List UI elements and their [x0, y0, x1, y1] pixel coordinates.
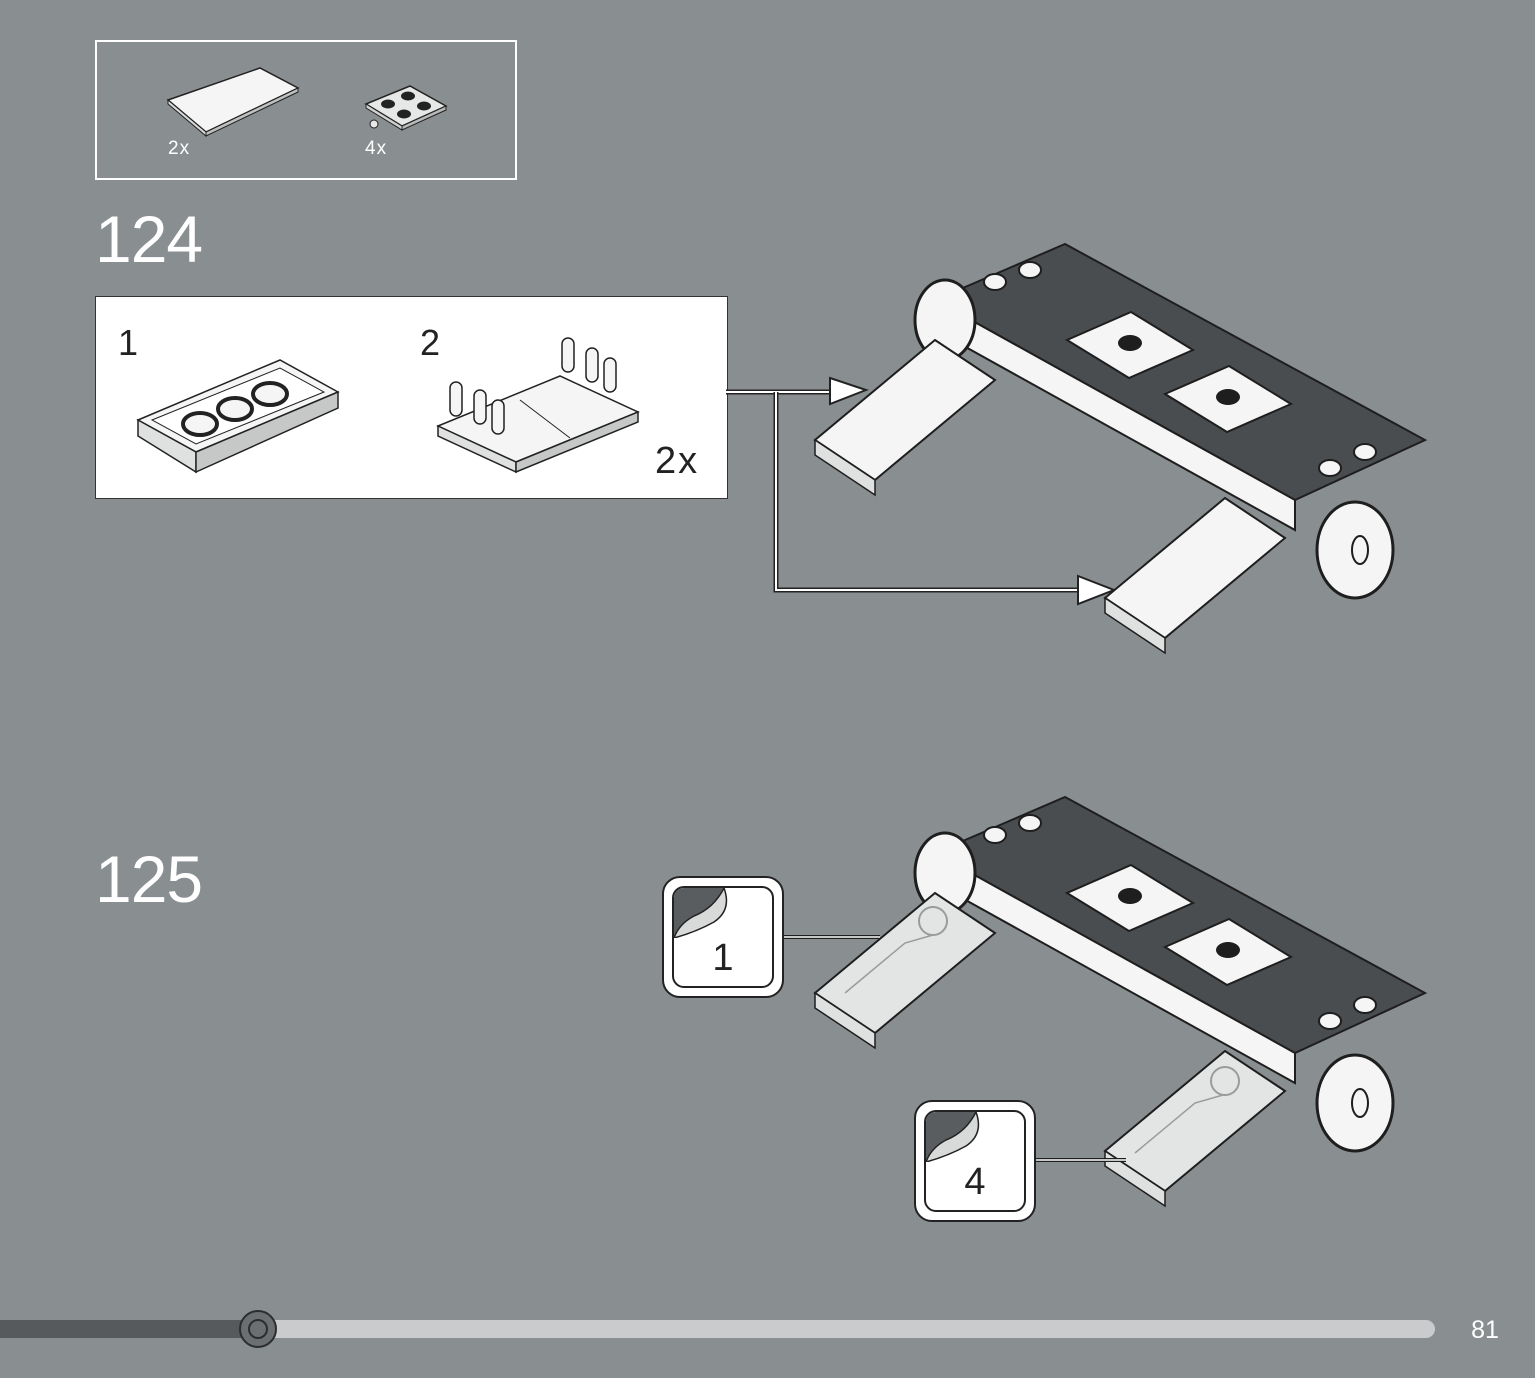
sub-step-number: 1 — [118, 322, 139, 363]
tile-1x2-white-icon — [166, 67, 300, 138]
sticker-leader-line — [1034, 1158, 1126, 1162]
parts-list-box — [95, 40, 517, 180]
sticker-callout: 4 — [914, 1100, 1036, 1222]
sticker-peel-icon — [674, 888, 728, 938]
plate-1x3-jumper-icon — [136, 359, 340, 474]
progress-fill — [0, 1320, 258, 1338]
tile-with-clips-assembly-icon — [436, 337, 640, 474]
sub-step-number: 2 — [420, 322, 441, 363]
model-assembly-124 — [813, 242, 1428, 655]
progress-track — [0, 1320, 1435, 1338]
model-assembly-125 — [813, 795, 1428, 1208]
progress-knob[interactable] — [239, 1310, 277, 1348]
sticker-callout: 1 — [662, 876, 784, 998]
placement-arrows — [726, 376, 1117, 606]
part-quantity: 4x — [365, 138, 388, 159]
sticker-number: 4 — [964, 1161, 986, 1203]
part-quantity: 2x — [168, 138, 191, 159]
sticker-leader-line — [780, 935, 880, 939]
plate-2x2-with-clips-icon — [364, 85, 448, 131]
step-number: 124 — [95, 202, 203, 276]
submodel-multiplier: 2x — [655, 440, 700, 482]
sticker-number: 1 — [712, 937, 734, 979]
sticker-peel-icon — [926, 1112, 980, 1162]
page-number: 81 — [1471, 1316, 1499, 1344]
step-number: 125 — [95, 842, 203, 916]
